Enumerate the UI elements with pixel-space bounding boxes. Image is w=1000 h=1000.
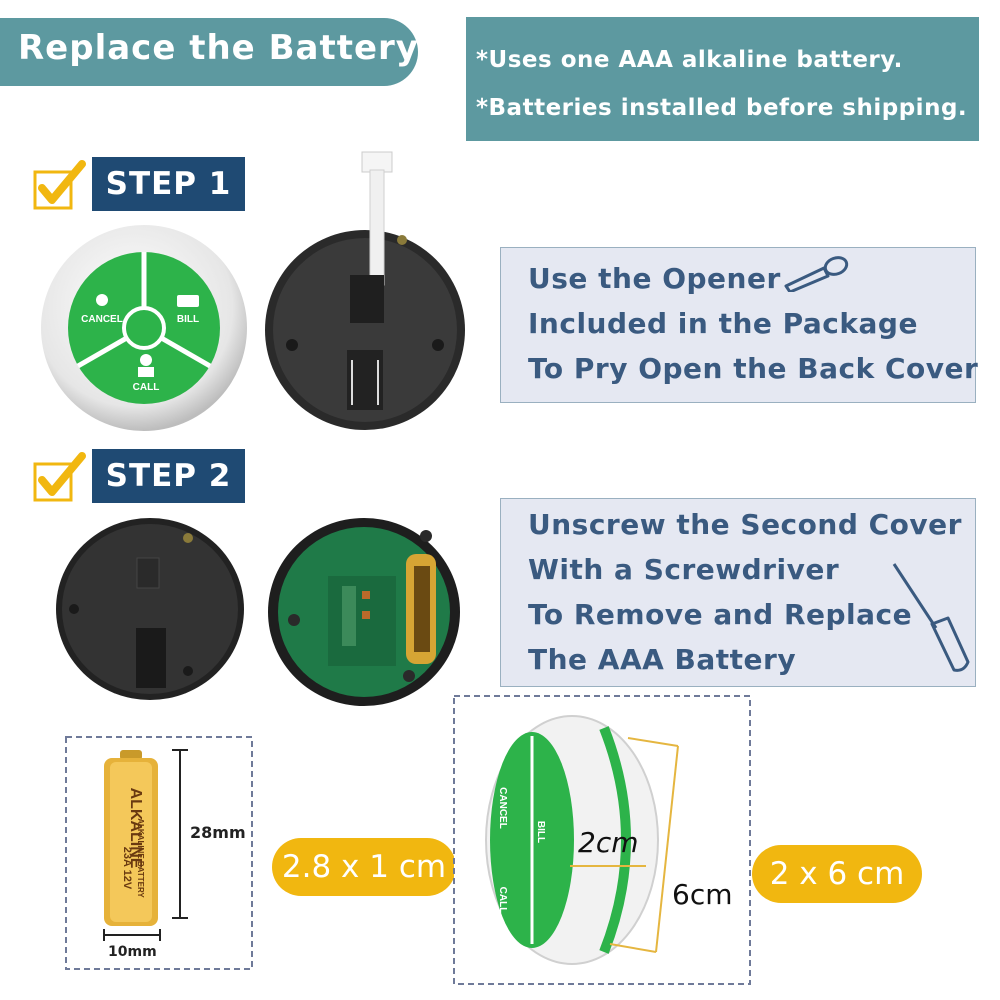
- device-bill-label: BILL: [535, 821, 546, 843]
- battery-width-dimension-line: [103, 929, 161, 941]
- device-size-pill: 2 x 6 cm: [752, 845, 922, 903]
- page-title: Replace the Battery: [18, 28, 419, 68]
- step-1-instruction-2: Included in the Package: [528, 307, 918, 340]
- device-side-image: CANCEL BILL CALL: [485, 715, 659, 965]
- battery-print-3: 23A 12V: [121, 847, 133, 890]
- checkbox-checked-icon: [33, 452, 86, 502]
- step-1-label: STEP 1: [92, 157, 245, 211]
- step-2-instruction-2: With a Screwdriver: [528, 553, 840, 586]
- step-2-instruction-1: Unscrew the Second Cover: [528, 508, 962, 541]
- cancel-label: CANCEL: [81, 314, 123, 325]
- call-button-front-image: CANCEL BILL CALL: [41, 225, 247, 431]
- device-depth-label: 2cm: [578, 826, 639, 859]
- call-button-back-image: [265, 151, 465, 430]
- note-line-2: *Batteries installed before shipping.: [476, 95, 968, 121]
- step-2-instruction-3: To Remove and Replace: [528, 598, 913, 631]
- device-call-label: CALL: [497, 887, 508, 914]
- step-1-instruction-1: Use the Opener: [528, 262, 781, 295]
- title-banner: [0, 18, 418, 86]
- battery-print-1: ALKALINE: [127, 788, 144, 869]
- battery-print-2: ALKALINE BATTERY: [136, 818, 145, 898]
- call-label: CALL: [133, 382, 160, 393]
- battery-height-label: 28mm: [190, 823, 246, 842]
- screwdriver-icon: [892, 563, 970, 672]
- step-2-instruction-4: The AAA Battery: [528, 643, 797, 676]
- back-cover-image: [56, 518, 244, 700]
- device-dimension-lines: [570, 737, 679, 953]
- step-1-instructions-box: [500, 247, 976, 403]
- device-cancel-label: CANCEL: [497, 787, 508, 829]
- checkbox-checked-icon: [33, 160, 86, 210]
- circuit-board-image: [268, 518, 460, 706]
- step-2-label: STEP 2: [92, 449, 245, 503]
- notes-box: [466, 17, 979, 141]
- battery-height-dimension-line: [172, 749, 188, 919]
- battery-size-pill: 2.8 x 1 cm: [272, 838, 456, 896]
- device-height-label: 6cm: [672, 878, 733, 911]
- opener-tool-icon: [784, 256, 849, 292]
- battery-image: ALKALINE ALKALINE BATTERY 23A 12V: [104, 750, 158, 926]
- battery-width-label: 10mm: [108, 944, 157, 960]
- step-1-instruction-3: To Pry Open the Back Cover: [528, 352, 979, 385]
- bill-label: BILL: [177, 314, 199, 325]
- step-2-instructions-box: [500, 498, 976, 687]
- note-line-1: *Uses one AAA alkaline battery.: [476, 47, 903, 73]
